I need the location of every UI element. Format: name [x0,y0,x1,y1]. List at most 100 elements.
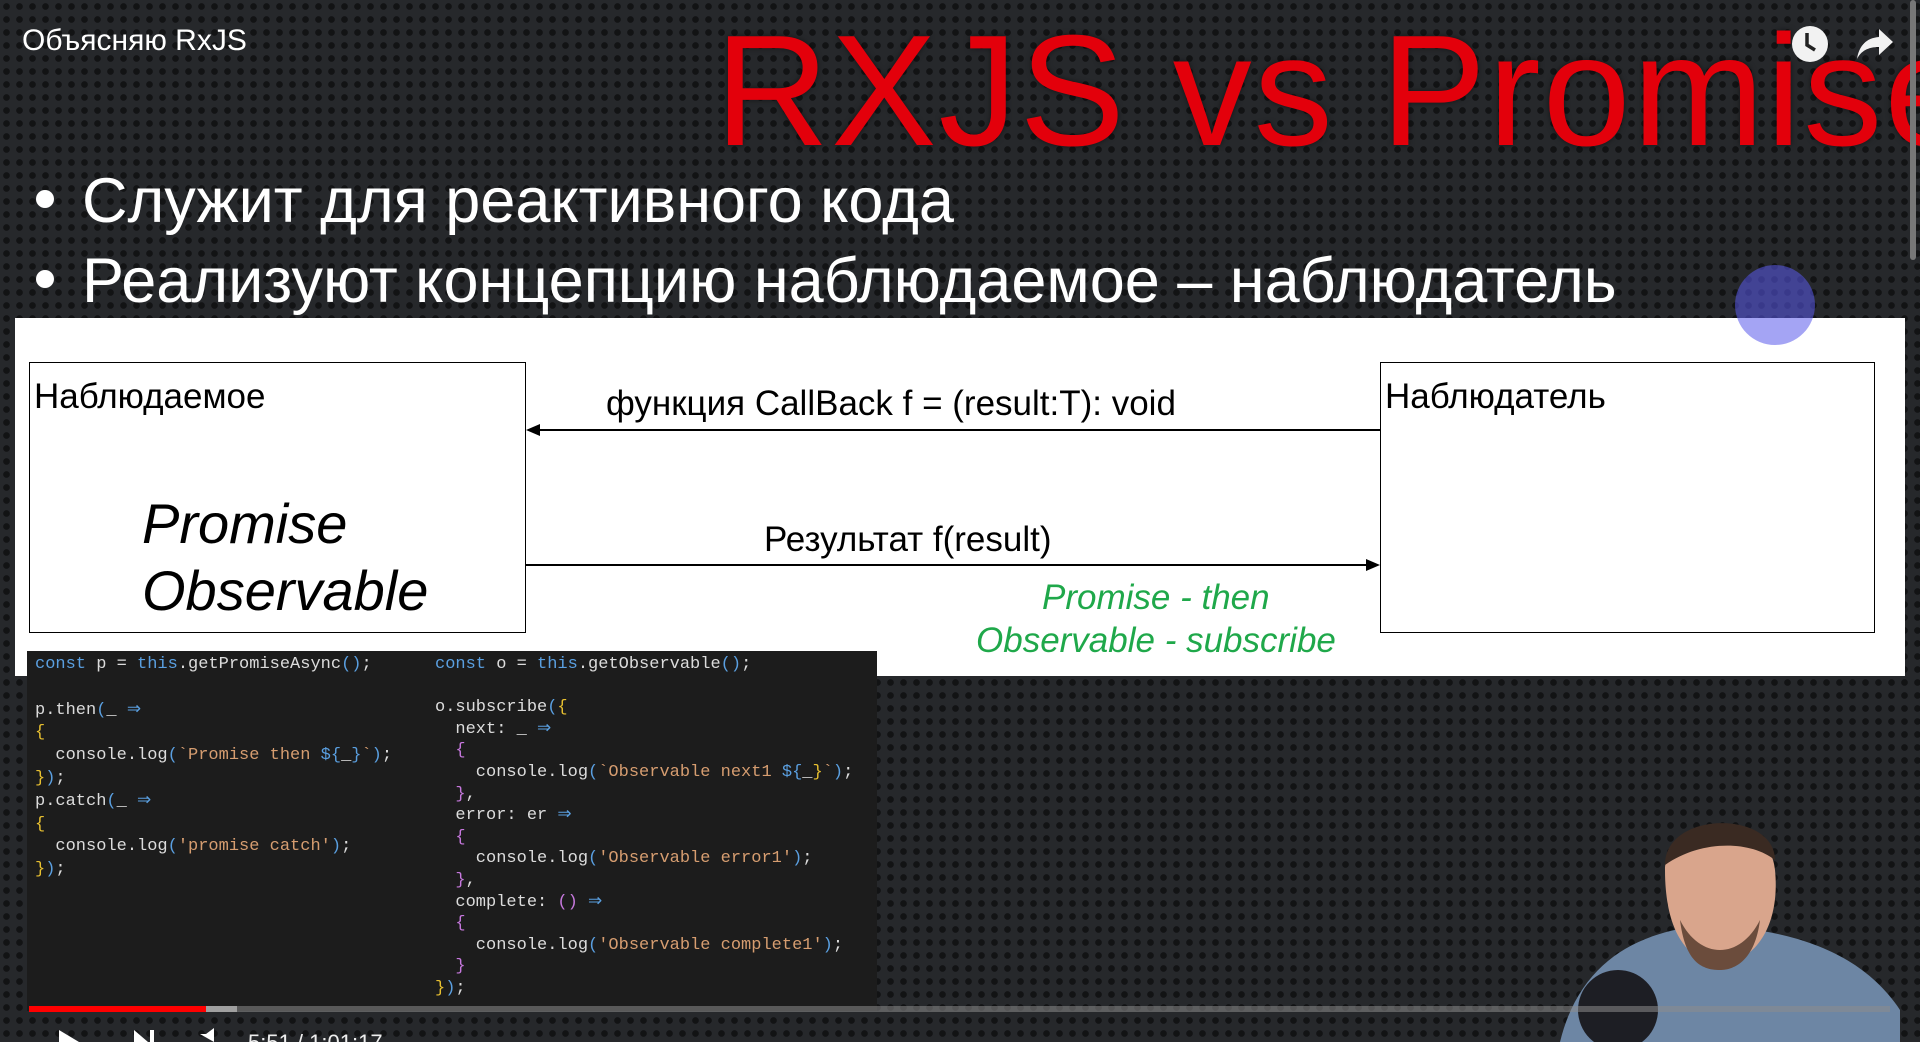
code-token: () [341,655,362,674]
code-token: const [435,655,487,674]
code-line: console.log('Observable error1'); [435,849,813,869]
progress-bar[interactable] [29,1006,1890,1012]
code-token: } [351,746,362,766]
observable-box-title: Наблюдаемое [34,377,266,416]
share-icon[interactable] [1855,26,1895,62]
clock-icon[interactable] [1790,24,1830,64]
code-token: console.log [435,849,589,869]
code-line: { [435,827,466,848]
code-line: o.subscribe({ [435,698,568,718]
code-line: }, [435,871,476,891]
code-token: console.log [435,763,589,782]
video-title[interactable]: Объясняю RxJS [22,24,247,57]
code-line: }); [35,769,66,789]
code-token: const [35,655,87,674]
arrow-right-icon [1366,559,1380,571]
code-screenshot: const p = this.getPromiseAsync();p.then(… [27,651,877,1011]
code-token: p = [86,655,138,674]
code-token: _ [116,791,138,811]
code-token: o.subscribe [435,698,548,718]
code-token: p.catch [35,791,107,811]
code-token: } [35,769,46,788]
code-token: ; [55,769,66,788]
code-token: ; [341,837,352,857]
code-token: error: er [435,806,558,826]
code-line: console.log(`Observable next1 ${_}`); [435,763,854,783]
code-line: { [35,723,45,743]
observer-box-title: Наблюдатель [1385,377,1606,416]
code-token: .getPromiseAsync [177,655,342,674]
bullet-text: Реализуют концепцию наблюдаемое – наблюд… [82,246,1617,316]
code-token: ) [330,837,342,857]
code-token: o = [486,655,538,674]
code-token: , [465,871,476,890]
slide-heading: RXJS vs Promise [715,3,1920,179]
code-token: ⇒ [126,700,142,720]
code-token: , [465,784,476,804]
code-token: { [435,914,466,934]
callback-arrow-line [530,429,1380,431]
code-line: }); [35,860,66,880]
code-token: { [35,723,46,743]
code-token: ${ [320,746,342,766]
code-token: ; [381,746,393,766]
code-token: ; [361,655,372,674]
code-token: } [35,860,46,880]
code-token: 'promise catch' [177,837,331,857]
code-token: this [537,655,578,674]
code-token: } [435,957,466,977]
scrollbar[interactable] [1910,0,1916,260]
code-token: ` [822,763,833,782]
code-token: .getObservable [577,655,721,674]
code-line: { [435,741,465,761]
next-icon[interactable] [132,1030,158,1042]
bullet-dot [36,270,54,289]
code-token: } [812,763,823,782]
code-token: ( [167,837,178,857]
code-token: p.then [35,700,97,720]
play-icon[interactable] [55,1030,81,1042]
code-token: ) [832,763,844,782]
code-token: ; [802,849,813,869]
code-token: ; [843,763,854,782]
code-token: () [557,892,578,912]
code-token: _ [802,763,813,782]
volume-icon[interactable] [198,1028,222,1042]
code-token: ( [547,698,558,718]
code-token: this [137,655,178,674]
code-line: p.catch(_ ⇒ [35,792,151,812]
code-token: ; [741,655,752,674]
code-token: ( [96,700,107,720]
code-token: 'Observable complete1' [598,935,823,955]
code-line: console.log('promise catch'); [35,837,351,857]
code-token: ; [55,860,66,880]
code-token: ( [588,849,599,869]
code-token: } [435,871,466,890]
code-token: console.log [435,935,589,955]
promise-then-note: Promise - then [1042,578,1270,617]
code-token: ) [45,860,56,880]
code-token: ) [445,979,456,998]
code-line: { [435,914,466,934]
code-token: complete: [435,892,558,912]
code-token: { [557,698,568,718]
code-token: ; [832,935,844,955]
code-token: console.log [35,837,168,857]
code-token: ⇒ [577,892,603,912]
code-token: () [720,655,742,674]
observer-box: Наблюдатель [1380,362,1875,633]
observable-subscribe-note: Observable - subscribe [976,621,1336,660]
code-token: ) [45,769,56,788]
callback-arrow-label: функция CallBack f = (result:T): void [606,384,1176,423]
code-token: ( [588,763,599,782]
code-line: const p = this.getPromiseAsync(); [35,655,372,675]
code-token: } [435,979,446,998]
code-line: }); [435,979,466,999]
code-line: console.log(`Promise then ${_}`); [35,746,392,766]
code-line: }, [435,784,476,805]
code-token: ` [361,746,372,766]
time-display: 5:51 / 1:01:17 [248,1030,383,1042]
code-token: { [435,827,466,847]
code-token: ⇒ [557,806,572,826]
bullet-dot [36,190,54,209]
